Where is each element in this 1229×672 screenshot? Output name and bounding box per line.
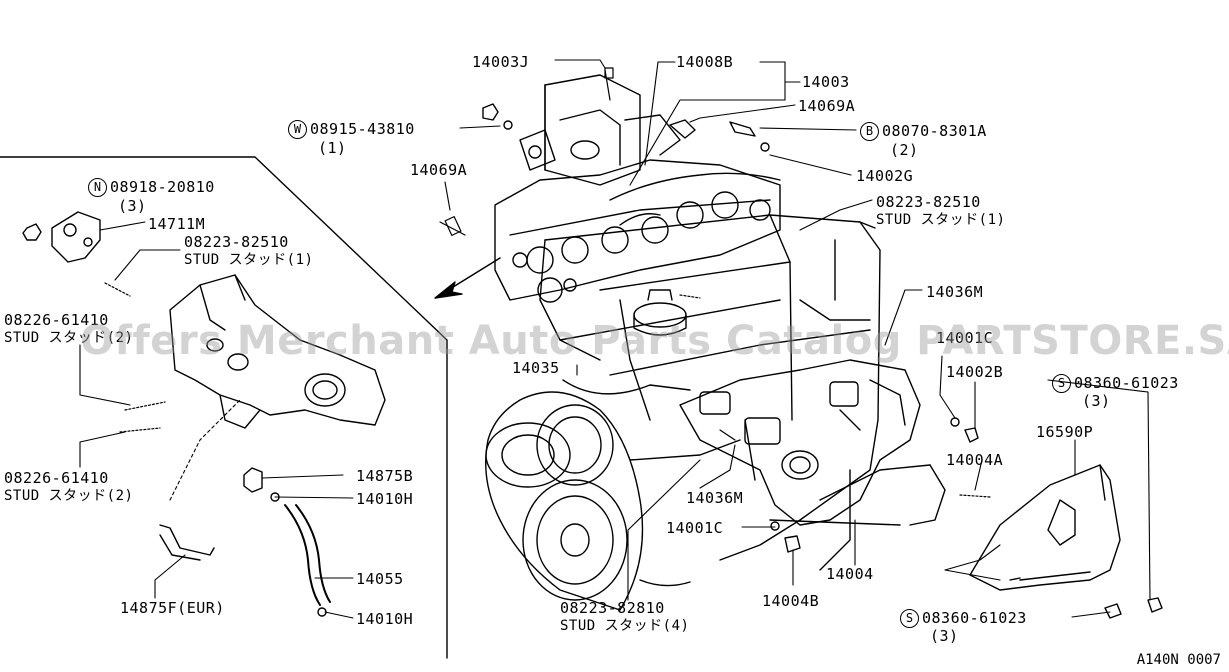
label-14055: 14055 <box>356 570 404 588</box>
intake-manifold <box>494 74 781 303</box>
label-n-qty: (3) <box>118 197 147 215</box>
label-14001c-bottom: 14001C <box>666 519 724 537</box>
label-14010h-b: 14010H <box>356 610 414 628</box>
label-14003j: 14003J <box>472 53 530 71</box>
label-stud-08223-82510-right: 08223-82510 <box>876 193 981 211</box>
hose-assembly <box>159 467 331 617</box>
s-part-number-bottom: 08360-61023 <box>922 609 1027 627</box>
label-14010h-a: 14010H <box>356 490 414 508</box>
leader-lines <box>79 59 1151 619</box>
s-code-marker-top: S <box>1052 374 1071 393</box>
label-14008b: 14008B <box>676 53 734 71</box>
label-stud-08223-82510-left: 08223-82510 <box>184 233 289 251</box>
section-frame-lines <box>0 156 448 659</box>
front-pulley-assembly <box>485 391 644 611</box>
label-14035: 14035 <box>512 359 560 377</box>
label-s-qty-top: (3) <box>1082 392 1111 410</box>
label-stud-desc-a: STUD スタッド(2) <box>4 330 134 346</box>
label-14875f-eur: 14875F(EUR) <box>120 599 225 617</box>
engine-block <box>539 214 881 587</box>
b-code-marker: B <box>860 122 879 141</box>
label-14069a-top: 14069A <box>798 97 856 115</box>
label-14004a: 14004A <box>946 451 1004 469</box>
n-code-marker: N <box>88 178 107 197</box>
label-stud-08223-82810: 08223-82810 <box>560 599 665 617</box>
label-14004b: 14004B <box>762 592 820 610</box>
label-14001c-top: 14001C <box>936 329 994 347</box>
w-code-marker: W <box>288 120 307 139</box>
w-part-number: 08915-43810 <box>310 120 415 138</box>
label-14711m: 14711M <box>148 215 206 233</box>
studs <box>104 67 991 498</box>
label-stud-desc-b: STUD スタッド(2) <box>4 488 134 504</box>
label-stud-desc-right: STUD スタッド(1) <box>876 212 1006 228</box>
label-b-qty: (2) <box>890 141 919 159</box>
s-part-number-top: 08360-61023 <box>1074 374 1179 392</box>
label-14002g: 14002G <box>856 167 914 185</box>
label-s-qty-bottom: (3) <box>930 627 959 645</box>
diagram-code: A140N 0007 <box>1136 652 1221 668</box>
n-part-number: 08918-20810 <box>110 178 215 196</box>
label-14069a-left: 14069A <box>410 161 468 179</box>
label-stud-08226-61410-b: 08226-61410 <box>4 469 109 487</box>
label-14036m-top: 14036M <box>926 283 984 301</box>
b-part-number: 08070-8301A <box>882 122 987 140</box>
label-stud-desc-4: STUD スタッド(4) <box>560 618 690 634</box>
heat-shield <box>969 464 1121 591</box>
label-14875b: 14875B <box>356 467 414 485</box>
label-14002b: 14002B <box>946 363 1004 381</box>
s-code-marker-bottom: S <box>900 609 919 628</box>
label-14004: 14004 <box>826 565 874 583</box>
label-stud-desc-left: STUD スタッド(1) <box>184 252 314 268</box>
label-14036m-bottom: 14036M <box>686 489 744 507</box>
label-14003: 14003 <box>802 73 850 91</box>
label-w-qty: (1) <box>318 139 347 157</box>
direction-arrow <box>434 257 501 299</box>
fasteners <box>482 103 1163 619</box>
exhaust-manifold <box>679 359 946 526</box>
left-manifold-part <box>22 211 386 429</box>
watermark-text: Offers Merchant Auto Parts Catalog PARTS… <box>80 318 1229 364</box>
label-stud-08226-61410-a: 08226-61410 <box>4 311 109 329</box>
label-16590p: 16590P <box>1036 423 1094 441</box>
